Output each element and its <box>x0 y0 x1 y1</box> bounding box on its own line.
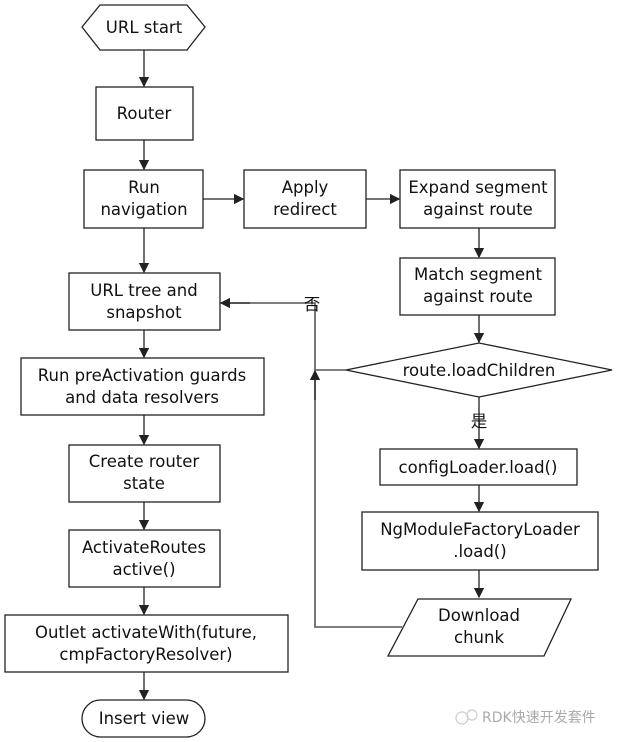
download-chunk-node <box>386 598 573 657</box>
activate-routes-node <box>68 529 221 588</box>
connectors <box>138 50 485 701</box>
match-segment-label: against route <box>423 287 533 306</box>
apply-redirect-node <box>243 169 367 229</box>
match-segment-node <box>399 257 556 316</box>
router-node <box>95 86 194 141</box>
insert-view-label: Insert view <box>99 709 190 728</box>
pre-activation-label: and data resolvers <box>65 388 219 407</box>
apply-redirect-label: redirect <box>273 200 337 219</box>
load-children-decision <box>345 342 613 398</box>
match-segment-label: Match segment <box>414 265 542 284</box>
download-chunk-label: chunk <box>454 628 504 647</box>
yes-label: 是 <box>471 412 488 431</box>
outlet-node <box>4 614 289 673</box>
url-tree-label: URL tree and <box>90 281 197 300</box>
config-loader-node <box>379 448 578 486</box>
no-label: 否 <box>304 295 321 314</box>
url-start-label: URL start <box>106 18 183 37</box>
ngmodule-loader-label: NgModuleFactoryLoader <box>380 520 580 539</box>
download-chunk-label: Download <box>438 606 520 625</box>
apply-redirect-label: Apply <box>282 178 329 197</box>
url-tree-label: snapshot <box>106 303 182 322</box>
watermark: RDK快速开发套件 <box>455 709 596 726</box>
outlet-label: Outlet activateWith(future, <box>35 623 257 642</box>
run-navigation-node <box>83 169 204 229</box>
activate-routes-label: active() <box>112 560 175 579</box>
pre-activation-label: Run preActivation guards <box>38 366 246 385</box>
decision-label: route.loadChildren <box>403 361 556 380</box>
config-loader-label: configLoader.load() <box>399 458 558 477</box>
watermark-text: RDK快速开发套件 <box>482 710 596 726</box>
run-navigation-label: navigation <box>100 200 187 219</box>
activate-routes-label: ActivateRoutes <box>82 538 206 557</box>
create-state-node <box>68 444 221 503</box>
outlet-label: cmpFactoryResolver) <box>59 645 232 664</box>
url-tree-node <box>68 272 221 331</box>
run-navigation-label: Run <box>128 178 160 197</box>
ngmodule-loader-label: .load() <box>453 542 506 561</box>
url-start-node <box>81 4 206 51</box>
insert-view-node <box>81 699 206 738</box>
pre-activation-node <box>20 357 265 416</box>
wechat-icon <box>455 711 469 725</box>
router-label: Router <box>117 104 172 123</box>
expand-segment-label: Expand segment <box>408 178 548 197</box>
ngmodule-loader-node <box>361 511 599 571</box>
expand-segment-label: against route <box>423 200 533 219</box>
create-state-label: Create router <box>89 452 200 471</box>
create-state-label: state <box>123 474 165 493</box>
expand-segment-node <box>399 169 556 229</box>
